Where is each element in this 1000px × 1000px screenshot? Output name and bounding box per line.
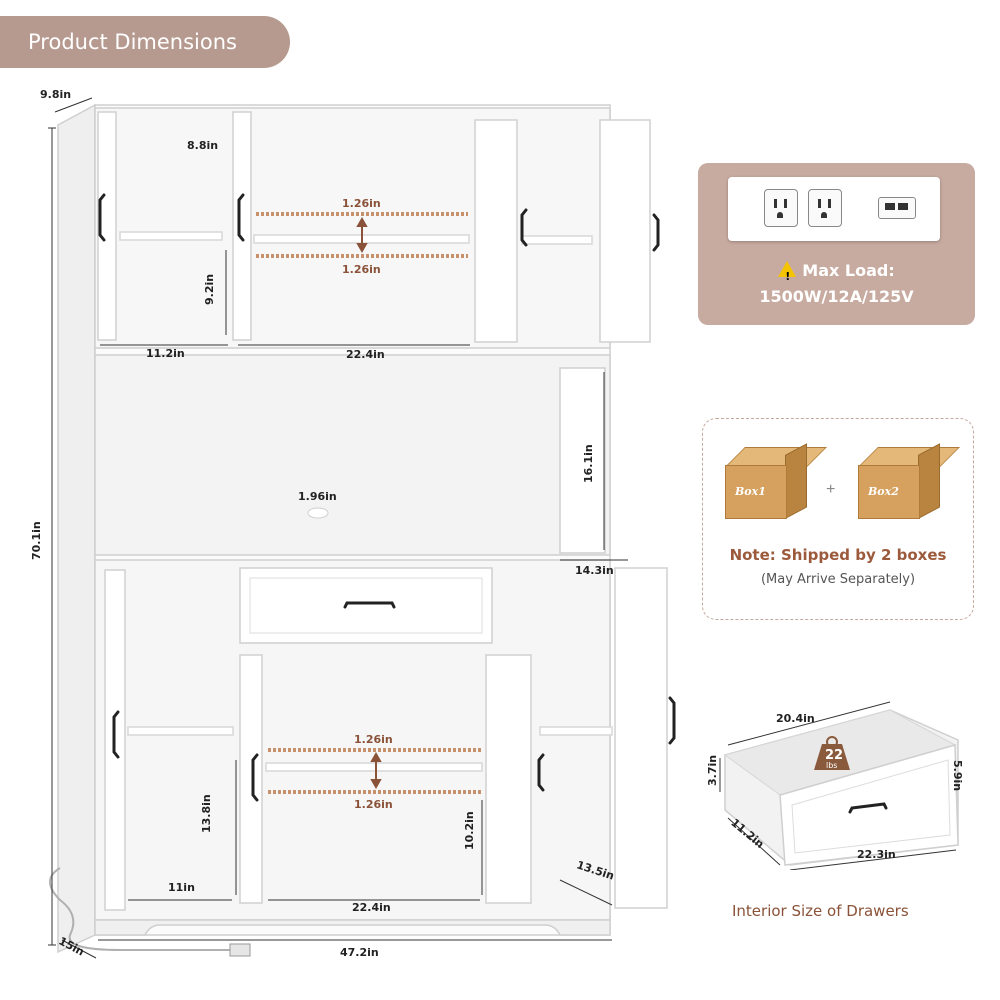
drawer-illustration	[719, 701, 959, 870]
lower-handles	[112, 696, 676, 802]
power-cord	[49, 867, 230, 951]
warning-triangle-icon: !	[778, 261, 797, 283]
outlet-strip	[728, 177, 940, 241]
drawer-height-back-label: 3.7in	[706, 754, 719, 786]
lower-center-height-label: 10.2in	[463, 811, 476, 850]
drawer-width-back-label: 20.4in	[776, 712, 815, 725]
depth-top-label: 9.8in	[40, 88, 72, 101]
drawer-weight-value: 22	[825, 748, 844, 763]
total-width-label: 47.2in	[340, 946, 379, 959]
lower-shelf-gap-top-label: 1.26in	[354, 733, 393, 746]
upper-handles	[98, 193, 660, 252]
upper-shelf-gap-top-label: 1.26in	[342, 197, 381, 210]
lower-left-width-label: 11in	[168, 881, 195, 894]
ac-outlet-icon	[764, 189, 798, 227]
hole-diameter-label: 1.96in	[298, 490, 337, 503]
box1-label: Box1	[735, 485, 766, 498]
shipping-note-panel: Box1 + Box2 Note: Shipped by 2 boxes (Ma…	[702, 418, 974, 620]
dimension-lines	[48, 97, 628, 959]
max-load-value: 1500W/12A/125V	[759, 287, 914, 306]
power-plug	[229, 943, 251, 957]
upper-left-width-label: 11.2in	[146, 347, 185, 360]
shipping-note-sub: (May Arrive Separately)	[760, 572, 916, 587]
drawer-height-front-label: 5.9in	[951, 760, 964, 792]
hutch-depth-label: 14.3in	[575, 564, 614, 577]
plus-sign: +	[826, 481, 836, 498]
lower-shelf-gap-bottom-label: 1.26in	[354, 798, 393, 811]
lower-shelf-pin-rows	[268, 748, 482, 794]
inner-depth-label: 8.8in	[187, 139, 219, 152]
center-drawer	[239, 567, 493, 644]
usb-port-icon	[878, 197, 916, 219]
shipping-note: Note: Shipped by 2 boxes	[729, 546, 947, 564]
lower-center-width-label: 22.4in	[352, 901, 391, 914]
box2-icon: Box2	[858, 443, 960, 519]
box2-label: Box2	[868, 485, 899, 498]
max-load-label-row: ! Max Load:	[698, 258, 975, 284]
upper-gap-arrow	[356, 216, 368, 254]
max-load-label: Max Load:	[802, 261, 895, 280]
upper-center-width-label: 22.4in	[346, 348, 385, 361]
upper-shelf-gap-bottom-label: 1.26in	[342, 263, 381, 276]
upper-side-height-label: 9.2in	[203, 273, 216, 305]
hutch-height-label: 16.1in	[582, 444, 595, 483]
lower-gap-arrow	[370, 751, 382, 790]
max-load-text: ! Max Load: 1500W/12A/125V	[698, 258, 975, 310]
box1-icon: Box1	[725, 443, 827, 519]
cable-hole	[307, 507, 329, 519]
cabinet-illustration	[48, 97, 676, 959]
page-title: Product Dimensions	[0, 16, 290, 68]
lower-shelves	[127, 726, 613, 772]
drawer-width-front-label: 22.3in	[857, 848, 896, 861]
power-outlet-panel: ! Max Load: 1500W/12A/125V	[698, 163, 975, 325]
drawer-caption: Interior Size of Drawers	[732, 902, 909, 920]
upper-left-door	[97, 111, 651, 343]
upper-shelf-pin-rows	[256, 212, 468, 258]
lower-side-height-label: 13.8in	[200, 794, 213, 833]
ac-outlet-icon	[808, 189, 842, 227]
total-height-label: 70.1in	[30, 521, 43, 560]
drawer-weight-unit: lbs	[826, 761, 838, 770]
